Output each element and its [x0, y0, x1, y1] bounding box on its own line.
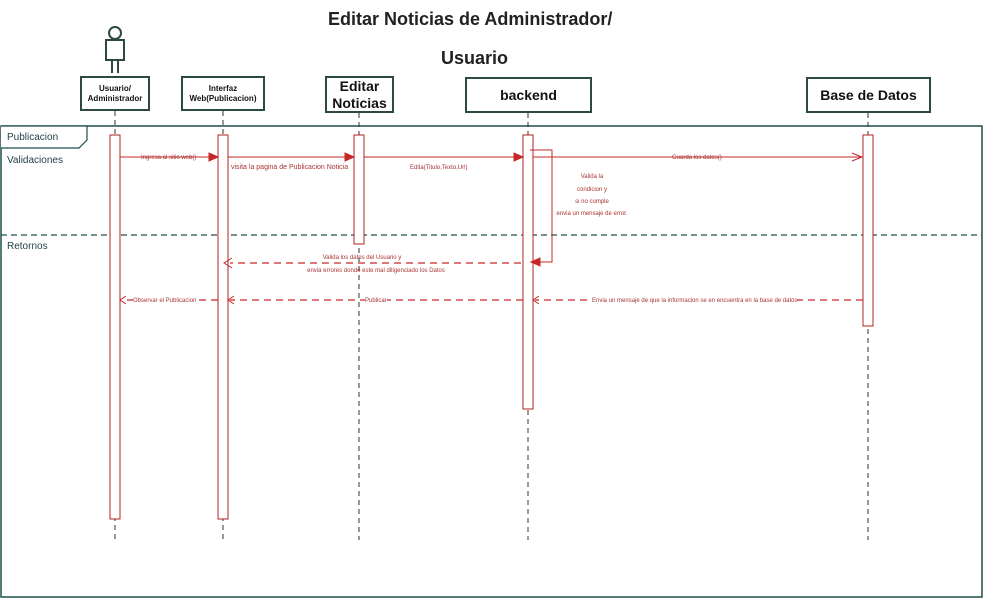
section-retornos: Retornos: [7, 241, 48, 252]
msg-edita-label: Edita(Titulo,Texto,Url): [410, 165, 468, 171]
msg-guarda-label: Guarda los datos(): [672, 155, 722, 161]
participant-base-de-datos: Base de Datos: [806, 77, 931, 113]
ret-publicar-label: Publicar: [365, 298, 387, 304]
participant-editar-noticias: Editar Noticias: [325, 76, 394, 113]
actor-icon: [105, 26, 125, 73]
frame-label-tab: [1, 125, 88, 149]
ret-valida-label-1: Valida los datos del Usuario y: [322, 255, 402, 261]
msg-self-line: [530, 149, 553, 263]
activation-backend: [522, 134, 534, 410]
section-validaciones: Validaciones: [7, 155, 63, 166]
msg-ingresa-arrowhead: [208, 152, 220, 162]
activation-editar: [353, 134, 365, 245]
msg-self-label-4: envia un mensaje de error.: [556, 211, 628, 217]
ret-envia-arrowhead: [532, 295, 540, 305]
msg-guarda-arrowhead: [851, 152, 864, 162]
msg-self-label-3: si no cumple: [575, 199, 609, 205]
frame-name: Publicacion: [7, 132, 59, 143]
activation-usuario: [109, 134, 121, 520]
activation-base: [862, 134, 874, 327]
ret-valida-arrowhead: [223, 257, 233, 269]
diagram-title-line2: Usuario: [441, 48, 509, 68]
msg-visita-arrowhead: [344, 152, 356, 162]
msg-self-arrowhead: [529, 257, 541, 267]
participant-backend: backend: [465, 77, 592, 113]
ret-publicar-arrowhead: [227, 295, 235, 305]
msg-self-label-2: condicion y: [576, 187, 608, 193]
activation-interfaz: [217, 134, 229, 520]
msg-self-label-1: Valida la: [580, 174, 604, 180]
msg-ingresa-label: Ingresa al sitio web(): [141, 155, 197, 161]
ret-observar-label: Observar el Publicacion: [133, 298, 197, 304]
ret-envia-label: Envia un mensaje de que la informacion s…: [592, 298, 798, 304]
msg-visita-label: visita la pagina de Publicacion Noticia: [231, 164, 349, 171]
diagram-title-line1: Editar Noticias de Administrador/: [328, 9, 613, 29]
interaction-frame: [0, 125, 983, 598]
msg-edita-arrowhead: [513, 152, 525, 162]
participant-usuario: Usuario/ Administrador: [80, 76, 150, 111]
participant-interfaz: Interfaz Web(Publicacion): [181, 76, 265, 111]
ret-valida-label-2: envia errores donde este mal diligenciad…: [307, 268, 445, 274]
ret-observar-arrowhead: [119, 295, 127, 305]
